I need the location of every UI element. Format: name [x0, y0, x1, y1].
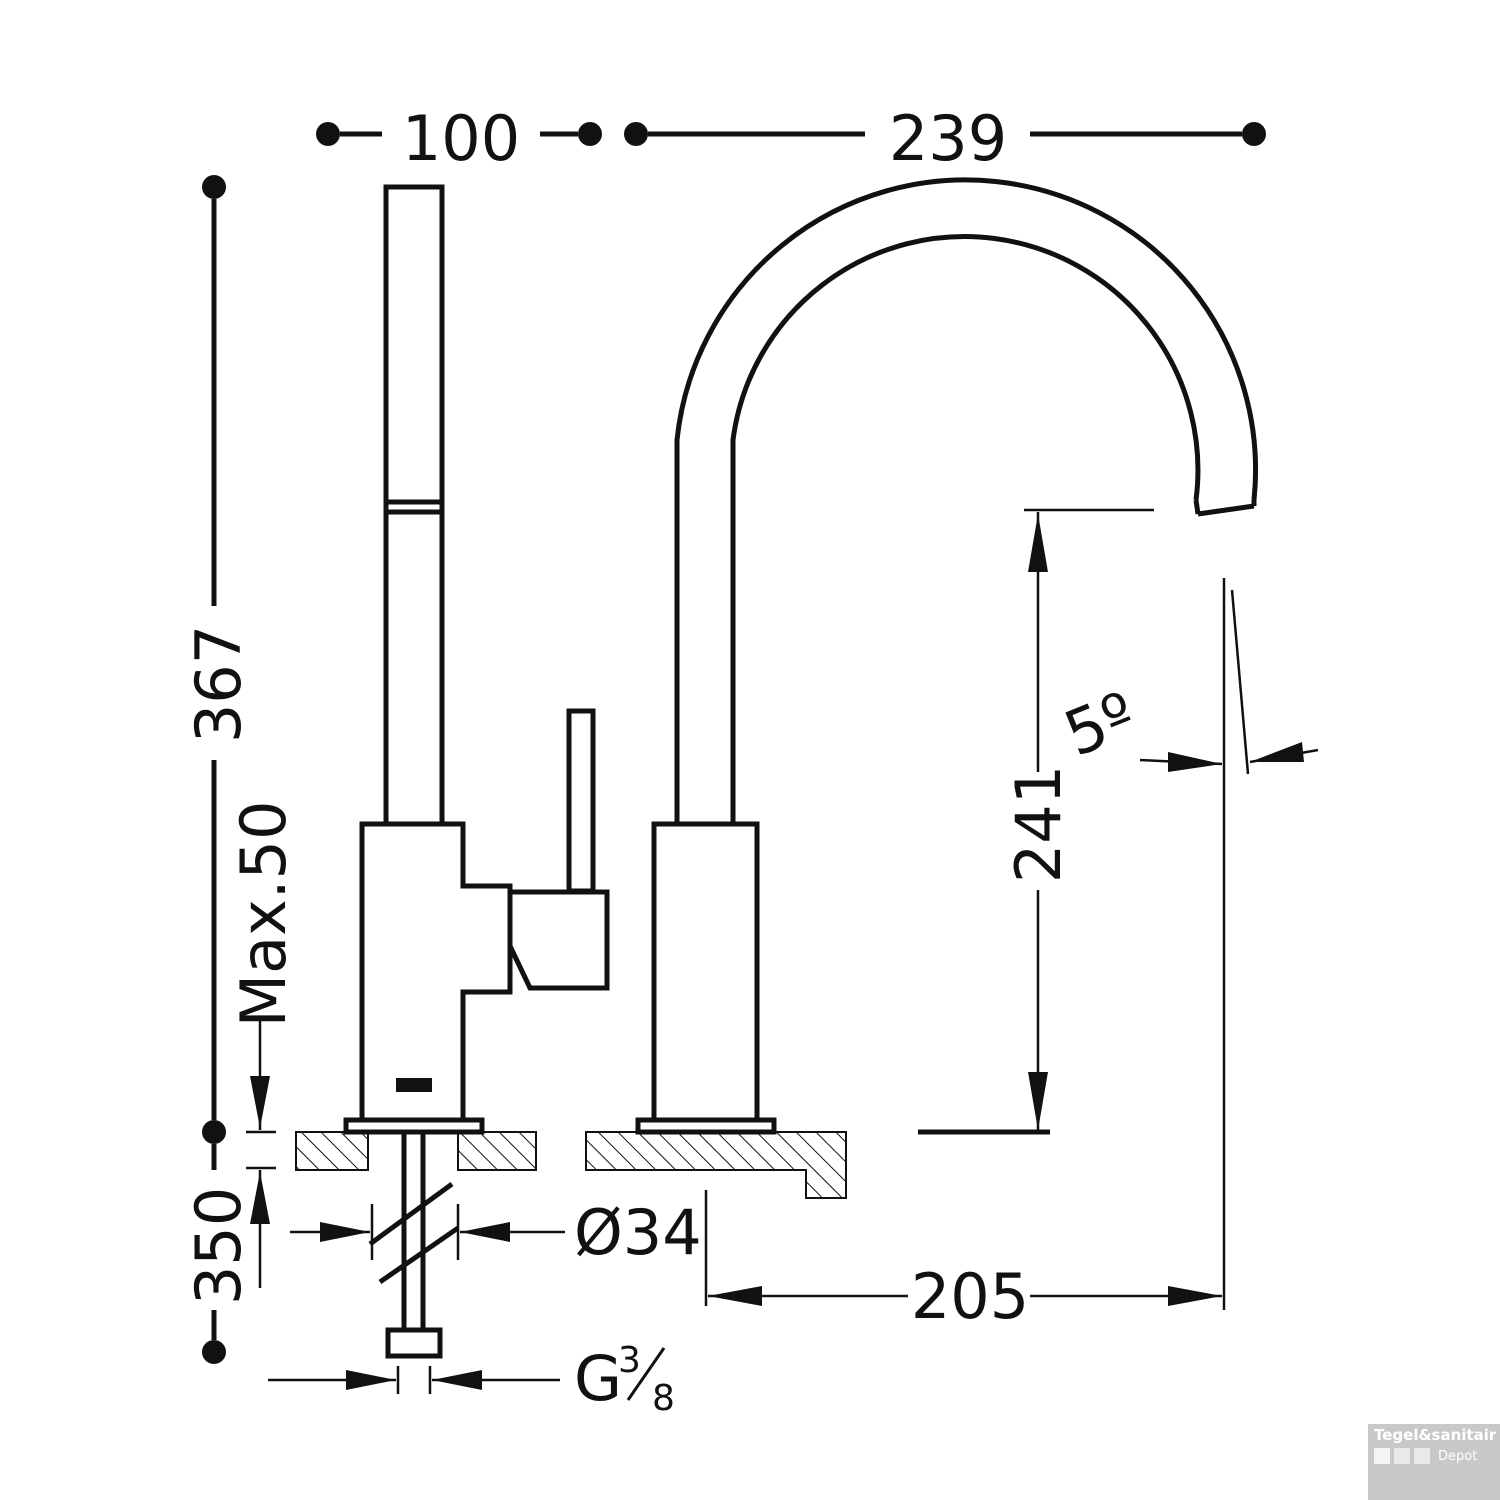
dimension-367: 367	[182, 175, 255, 1144]
faucet-front-view	[635, 177, 1259, 1135]
dimension-205: 205	[704, 1190, 1222, 1333]
watermark-logo: Tegel&sanitair Depot	[1368, 1424, 1500, 1500]
dim-100-label: 100	[402, 102, 520, 175]
dimension-g38: G 3 8	[268, 1340, 675, 1419]
dim-d34-label: Ø34	[574, 1196, 702, 1269]
dim-g38-base: G	[574, 1342, 622, 1415]
dimension-5deg: 5º	[1054, 578, 1319, 1310]
faucet-side-view	[343, 184, 610, 1135]
dim-5deg-label: 5º	[1054, 677, 1145, 770]
dimension-100: 100	[316, 102, 602, 175]
dimension-d34: Ø34	[290, 1196, 702, 1269]
dim-205-label: 205	[911, 1260, 1029, 1333]
dim-g38-denominator: 8	[652, 1378, 675, 1419]
watermark-line1: Tegel&sanitair	[1374, 1426, 1497, 1444]
countertop-right	[585, 1129, 1050, 1199]
dimension-350: 350	[182, 1144, 255, 1364]
dim-367-label: 367	[182, 625, 255, 743]
dim-350-label: 350	[182, 1187, 255, 1305]
watermark-line2: Depot	[1438, 1449, 1477, 1464]
dimension-239: 239	[624, 102, 1266, 175]
dim-241-label: 241	[1002, 765, 1075, 883]
countertop-left	[295, 1131, 537, 1359]
dim-max50-label: Max.50	[227, 801, 300, 1028]
dimension-max50: Max.50	[227, 801, 300, 1288]
dim-239-label: 239	[889, 102, 1007, 175]
dimension-241: 241	[1002, 508, 1154, 1130]
dim-g38-numerator: 3	[618, 1340, 641, 1381]
